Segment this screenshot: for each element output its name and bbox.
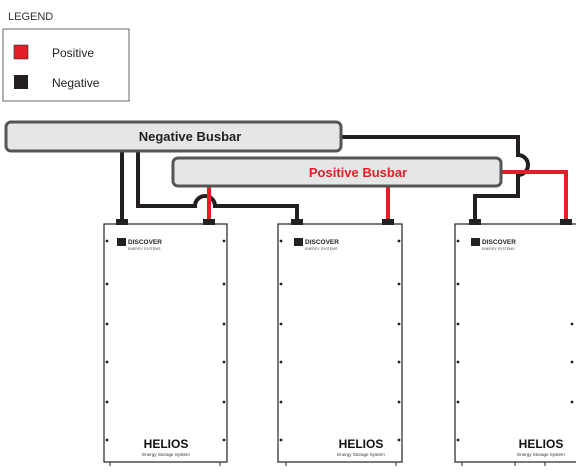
negative-busbar-bar: [4, 120, 343, 153]
discover-logo-icon: [294, 238, 303, 246]
legend-negative-label: Negative: [52, 76, 100, 90]
legend-title: LEGEND: [8, 11, 53, 23]
battery-1-brand: DISCOVER: [128, 239, 162, 246]
battery-3-brand: DISCOVER: [482, 239, 516, 246]
battery-1-negative-terminal: [116, 219, 128, 225]
battery-3-positive-terminal: [560, 219, 572, 225]
battery-3-screws: [456, 239, 574, 442]
battery-1-model: HELIOS: [144, 437, 189, 451]
positive-busbar-label: Positive Busbar: [309, 165, 407, 180]
battery-2-positive-terminal: [382, 219, 394, 225]
positive-busbar-bar: [171, 156, 503, 188]
battery-2-negative-terminal: [291, 219, 303, 225]
battery-3-negative-terminal: [469, 219, 481, 225]
discover-logo-icon: [117, 238, 126, 246]
battery-1: DISCOVER ENERGY SYSTEMS HELIOS Energy St…: [103, 219, 228, 466]
battery-3-case: [454, 223, 576, 463]
positive-busbar: Positive Busbar: [171, 156, 503, 188]
battery-1-brand-sub: ENERGY SYSTEMS: [128, 247, 161, 251]
battery-3-brand-sub: ENERGY SYSTEMS: [482, 247, 515, 251]
negative-busbar: Negative Busbar: [4, 120, 343, 153]
battery-3: DISCOVER ENERGY SYSTEMS HELIOS Energy St…: [454, 219, 576, 466]
battery-2-case: [277, 223, 403, 463]
positive-cables: [207, 170, 568, 224]
battery-1-positive-terminal: [203, 219, 215, 225]
battery-2-model: HELIOS: [339, 437, 384, 451]
negative-cables: [120, 135, 530, 224]
discover-logo-icon: [471, 238, 480, 246]
battery-2-brand: DISCOVER: [305, 239, 339, 246]
legend: Positive Negative: [2, 28, 130, 102]
battery-3-subtitle: Energy Storage System: [517, 452, 565, 457]
battery-2: DISCOVER ENERGY SYSTEMS HELIOS Energy St…: [277, 219, 403, 466]
positive-swatch: [13, 44, 29, 60]
battery-2-brand-sub: ENERGY SYSTEMS: [305, 247, 338, 251]
negative-swatch: [14, 75, 28, 89]
legend-positive-label: Positive: [52, 46, 94, 60]
legend-box: [2, 28, 130, 102]
battery-3-model: HELIOS: [519, 437, 564, 451]
negative-busbar-label: Negative Busbar: [139, 129, 242, 144]
battery-2-screws: [279, 239, 401, 442]
battery-2-subtitle: Energy Storage System: [337, 452, 385, 457]
battery-1-case: [103, 223, 228, 463]
battery-1-subtitle: Energy Storage System: [142, 452, 190, 457]
battery-1-screws: [105, 239, 226, 442]
